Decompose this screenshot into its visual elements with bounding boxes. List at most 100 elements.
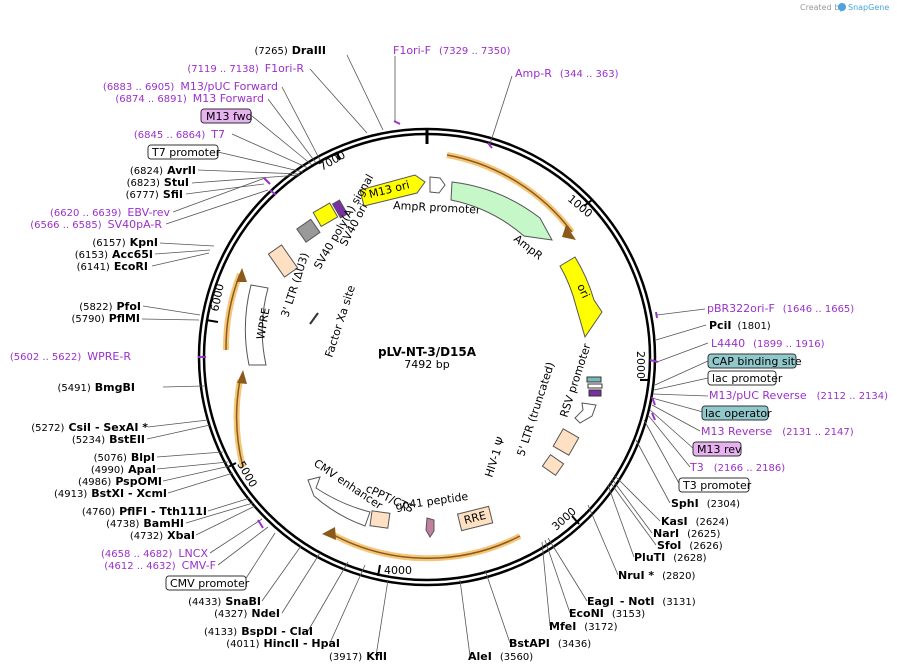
stu1-label[interactable]: (6823)StuI [127, 176, 189, 189]
tick-4000: 4000 [384, 564, 412, 577]
wpre-r-label[interactable]: (5602 .. 5622)WPRE-R [10, 350, 131, 363]
sfi1-label[interactable]: (6777)SfiI [126, 188, 183, 201]
cmv-enhancer-feature[interactable] [307, 476, 371, 527]
cmv-f-label[interactable]: (4612 .. 4632)CMV-F [104, 559, 216, 572]
m13-fwd-label[interactable]: (6874 .. 6891)M13 Forward [115, 92, 264, 105]
pci1-label[interactable]: PciI(1801) [709, 319, 771, 332]
csi1-label[interactable]: (5272)CsiI- SexAI * [31, 421, 148, 434]
ampr-promoter-label: AmpR promoter [393, 199, 481, 217]
sfo1-label[interactable]: SfoI(2626) [657, 539, 723, 552]
bspd1-label[interactable]: (4133)BspDI- ClaI [204, 625, 313, 638]
m13-fwd-box[interactable] [200, 108, 252, 124]
leader-lines-right [394, 56, 709, 657]
m13-rev-box-label: M13 rev [697, 443, 742, 456]
plasmid-length: 7492 bp [404, 358, 449, 371]
acc65-label[interactable]: (6153)Acc65I [75, 248, 153, 261]
tick-1000-mark [583, 199, 593, 207]
kpn1-label[interactable]: (6157)KpnI [92, 236, 158, 249]
kas1-label[interactable]: KasI(2624) [661, 515, 729, 528]
pspom1-label[interactable]: (4986)PspOMI [78, 475, 162, 488]
bstx1-label[interactable]: (4913)BstXI- XcmI [54, 487, 167, 500]
snapgene-logo-icon [838, 3, 846, 11]
mfe1-label[interactable]: MfeI(3172) [549, 620, 618, 633]
plut1-label[interactable]: PluTI(2628) [634, 551, 707, 564]
pflm1-label[interactable]: (5790)PflMI [71, 312, 140, 325]
plasmid-name: pLV-NT-3/D15A [378, 345, 477, 359]
wpre-label: WPRE [254, 307, 272, 341]
f1ori-f-label[interactable]: F1ori-F(7329 .. 7350) [393, 44, 510, 57]
credit-text: Created by [800, 3, 844, 12]
cmv-promoter-box[interactable] [165, 575, 247, 591]
rre-feature[interactable] [456, 505, 494, 532]
m13puc-fwd-label[interactable]: (6883 .. 6905)M13/pUC Forward [103, 80, 278, 93]
dra3-label[interactable]: (7265)DraIII [254, 44, 326, 57]
pbr322-label[interactable]: pBR322ori-F(1646 .. 1665) [707, 302, 854, 315]
small-purple-feature[interactable] [331, 199, 349, 219]
tick-6000: 6000 [208, 283, 227, 313]
kfl1-label[interactable]: (3917)KflI [329, 650, 387, 663]
bste2-label[interactable]: (5234)BstEII [72, 433, 145, 446]
cap-site-label: CAP binding site [712, 355, 802, 368]
sph1-label[interactable]: SphI(2304) [671, 497, 740, 510]
ampr-promoter-feature[interactable] [429, 176, 446, 194]
econ1-label[interactable]: EcoNI(3153) [569, 607, 645, 620]
m13-ori-feature[interactable] [359, 174, 426, 207]
blp1-label[interactable]: (5076)BlpI [94, 451, 155, 464]
lac-promoter-box[interactable] [707, 370, 777, 386]
bamh1-label[interactable]: (4738)BamHI [106, 517, 184, 530]
hiv-feature[interactable] [541, 453, 565, 477]
ltr5-feature[interactable] [552, 428, 580, 456]
pflf1-label[interactable]: (4760)PflFI- Tth111I [82, 505, 207, 518]
orange-arc-1-line [446, 154, 573, 233]
ale1-label[interactable]: AleI(3560) [468, 650, 533, 663]
sv40-polya-feature[interactable] [296, 218, 321, 243]
ori-label: ori [574, 282, 592, 300]
orange-arc-3-line [235, 379, 244, 468]
m13puc-rev-label[interactable]: M13/pUC Reverse(2112 .. 2134) [709, 389, 888, 402]
arrowhead-2 [322, 527, 336, 540]
f1ori-r-label[interactable]: (7119 .. 7138)F1ori-R [187, 62, 304, 75]
t7-label[interactable]: (6845 .. 6864)T7 [134, 128, 225, 141]
ebv-rev-label[interactable]: (6620 .. 6639)EBV-rev [50, 206, 170, 219]
avr2-label[interactable]: (6824)AvrII [130, 164, 196, 177]
t3-promoter-box[interactable] [678, 477, 750, 493]
lac-operator-box[interactable] [701, 405, 769, 421]
bstap1-label[interactable]: BstAPI(3436) [509, 637, 591, 650]
tick-2000: 2000 [634, 351, 647, 379]
ampr-feature[interactable] [450, 181, 553, 241]
bmgb1-label[interactable]: (5491)BmgBI [58, 381, 135, 394]
cap-site-box[interactable] [707, 353, 797, 369]
gp41-feature[interactable] [425, 517, 435, 538]
ecor1-label[interactable]: (6141)EcoRI [77, 260, 148, 273]
snab1-label[interactable]: (4433)SnaBI [188, 595, 261, 608]
nru1-label[interactable]: NruI *(2820) [618, 569, 695, 582]
hinc2-label[interactable]: (4011)HincII- HpaI [226, 637, 340, 650]
factor-xa-tick [309, 312, 319, 325]
lac-promoter-mark[interactable] [587, 383, 603, 389]
cppt-feature[interactable] [369, 510, 391, 529]
nde1-label[interactable]: (4327)NdeI [214, 607, 280, 620]
m13-rev-box[interactable] [692, 441, 742, 457]
lac-operator-mark[interactable] [588, 389, 602, 397]
ltr3-feature[interactable] [267, 244, 299, 278]
t7-promoter-label: T7 promoter [151, 146, 221, 159]
wpre-feature[interactable] [244, 284, 269, 366]
t3-promoter-label: T3 promoter [682, 479, 752, 492]
xba1-label[interactable]: (4732)XbaI [130, 529, 195, 542]
l4440-label[interactable]: L4440(1899 .. 1916) [711, 337, 825, 350]
sv40-ori-feature[interactable] [312, 202, 339, 228]
lncx-label[interactable]: (4658 .. 4682)LNCX [101, 547, 208, 560]
pfo1-label[interactable]: (5822)PfoI [79, 300, 141, 313]
apa1-label[interactable]: (4990)ApaI [91, 463, 156, 476]
rsv-feature[interactable] [574, 402, 597, 424]
sv40pa-r-label[interactable]: (6566 .. 6585)SV40pA-R [30, 218, 162, 231]
nar1-label[interactable]: NarI(2625) [653, 527, 721, 540]
amp-r-label[interactable]: Amp-R(344 .. 363) [515, 67, 619, 80]
t3-label[interactable]: T3(2166 .. 2186) [689, 461, 785, 474]
t7-promoter-box[interactable] [147, 144, 219, 160]
eag1-label[interactable]: EagI- NotI(3131) [587, 595, 696, 608]
m13-rev-label[interactable]: M13 Reverse(2131 .. 2147) [701, 425, 854, 438]
cap-feature-mark[interactable] [586, 376, 602, 383]
ori-feature[interactable] [559, 256, 603, 339]
